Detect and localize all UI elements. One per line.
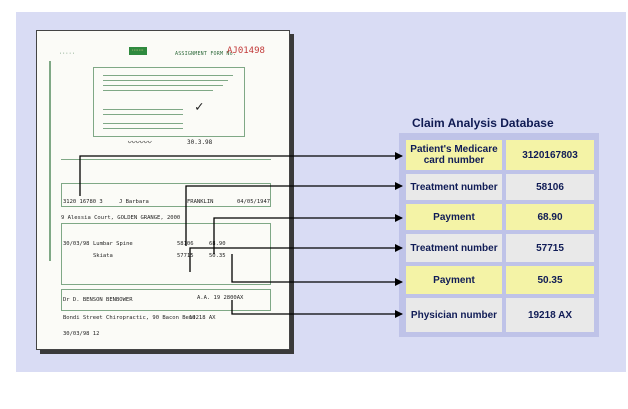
medicare-claim-form: ····· ······· ASSIGNMENT FORM No. AJ0149… [36, 30, 290, 350]
form-margin-line [49, 61, 51, 261]
assignment-label: ASSIGNMENT FORM No. [175, 51, 236, 57]
service-description: Skiata [93, 253, 113, 259]
consent-line [103, 90, 213, 91]
consent-box [93, 67, 245, 137]
form-rule [61, 159, 271, 160]
consent-line [103, 109, 183, 110]
arrow-payment-2 [231, 254, 403, 286]
database-title: Claim Analysis Database [412, 116, 554, 130]
checkmark: ✓ [195, 99, 204, 115]
fee-amount: 68.90 [209, 241, 226, 247]
db-value-payment: 50.35 [506, 266, 594, 294]
patient-details-box [61, 183, 271, 207]
db-label-medicare-number: Patient's Medicare card number [406, 140, 502, 170]
consent-line [103, 123, 183, 124]
item-number: 58106 [177, 241, 194, 247]
last-name: FRANKLIN [187, 199, 214, 205]
db-value-physician-number: 19218 AX [506, 298, 594, 332]
db-value-treatment-number: 58106 [506, 174, 594, 200]
arrow-medicare-number [79, 152, 403, 196]
db-value-treatment-number: 57715 [506, 234, 594, 262]
signature-date: 30.3.98 [187, 139, 213, 146]
db-label-payment: Payment [406, 204, 502, 230]
provider-box [61, 289, 271, 311]
form-date: 30/03/98 12 [63, 331, 100, 337]
arrow-treatment-number-1 [185, 182, 403, 246]
service-description: Lumbar Spine [93, 241, 133, 247]
consent-line [103, 114, 183, 115]
form-header-text: ····· [59, 51, 76, 57]
db-label-payment: Payment [406, 266, 502, 294]
arrow-treatment-number-2 [189, 244, 403, 272]
form-serial: AJ01498 [227, 46, 265, 56]
consent-line [103, 75, 233, 76]
practice-address: Bondi Street Chiropractic, 90 Bacon Bend [63, 315, 196, 321]
practice-provider-code: 19218 AX [189, 315, 216, 321]
consent-line [103, 80, 228, 81]
form-logo: ······· [129, 47, 147, 55]
db-label-treatment-number: Treatment number [406, 234, 502, 262]
fee-amount: 50.35 [209, 253, 226, 259]
provider-number: A.A. 19 2800AX [197, 295, 244, 301]
item-number: 57715 [177, 253, 194, 259]
db-label-physician-number: Physician number [406, 298, 502, 332]
db-value-payment: 68.90 [506, 204, 594, 230]
medicare-number: 3120 16780 3 [63, 199, 103, 205]
first-name: J Barbara [119, 199, 149, 205]
services-box [61, 223, 271, 285]
patient-address: 9 Alessia Court, GOLDEN GRANGE, 2000 [61, 215, 181, 221]
arrow-payment-1 [213, 214, 403, 254]
db-value-medicare-number: 3120167803 [506, 140, 594, 170]
service-date: 30/03/98 [63, 241, 90, 247]
date-of-birth: 04/05/1947 [237, 199, 271, 205]
consent-line [103, 128, 183, 129]
arrow-physician-number [231, 300, 403, 318]
patient-signature: 〰〰〰 [127, 138, 151, 147]
doctor-name: Dr D. BENSON BENBOWER [63, 297, 133, 303]
consent-line [103, 85, 223, 86]
db-label-treatment-number: Treatment number [406, 174, 502, 200]
